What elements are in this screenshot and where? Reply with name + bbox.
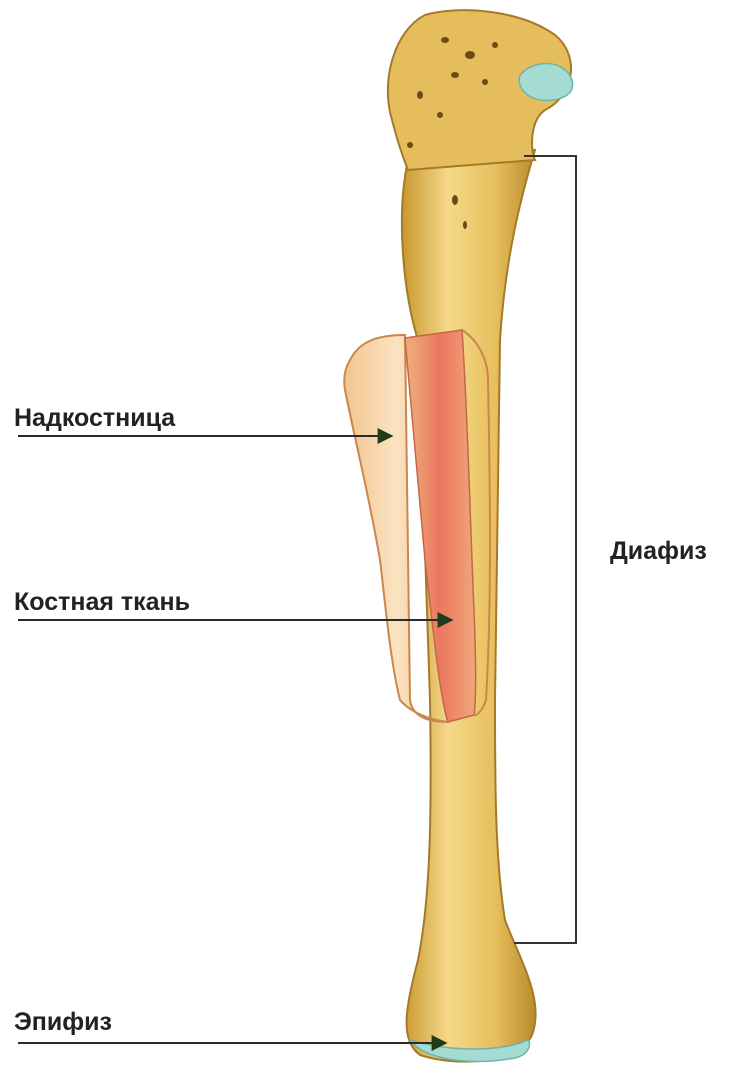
epiphysis-label: Эпифиз [14, 1008, 112, 1037]
periosteum-label: Надкостница [14, 404, 175, 433]
bone-tissue-strip [405, 330, 476, 722]
bone-tissue-label: Костная ткань [14, 588, 190, 617]
cartilage-proximal [519, 64, 572, 101]
diaphysis-label: Диафиз [610, 537, 707, 566]
diaphysis-bracket [514, 156, 576, 943]
